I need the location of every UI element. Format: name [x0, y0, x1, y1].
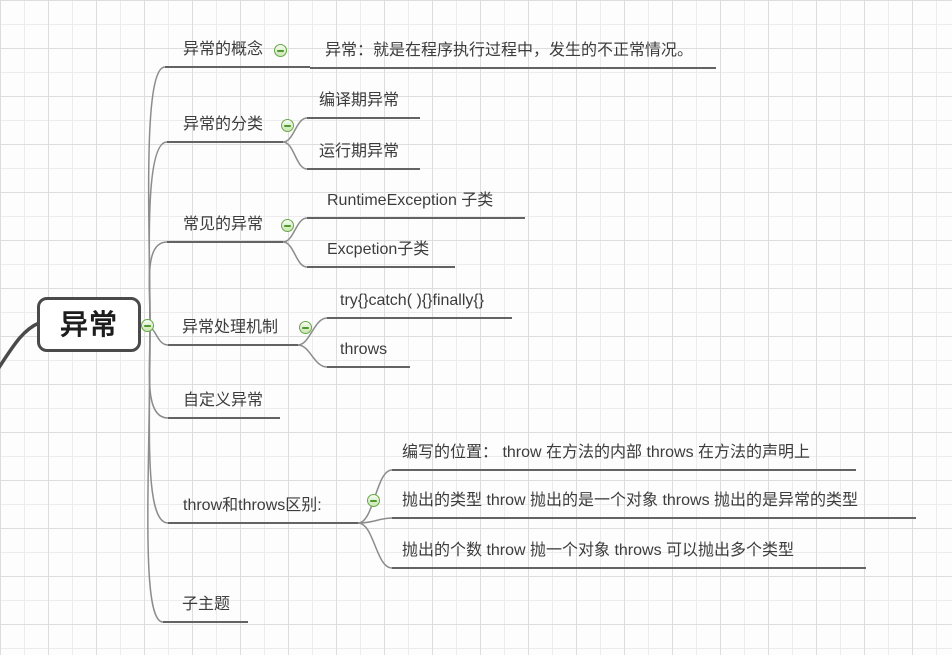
topic-writing-position[interactable]: 编写的位置： throw 在方法的内部 throws 在方法的声明上	[402, 444, 811, 461]
offscreen-parent-curve	[0, 321, 40, 370]
topic-thrown-type[interactable]: 抛出的类型 throw 抛出的是一个对象 throws 抛出的是异常的类型	[402, 492, 859, 509]
topic-exception-subclass[interactable]: Excpetion子类	[327, 241, 430, 258]
topic-exception-definition[interactable]: 异常：就是在程序执行过程中，发生的不正常情况。	[325, 42, 694, 59]
topic-runtimeexception-subclass[interactable]: RuntimeException 子类	[327, 192, 494, 209]
topic-runtime-period-exception[interactable]: 运行期异常	[319, 143, 400, 160]
topic-exception-concept[interactable]: 异常的概念	[183, 41, 264, 58]
topic-throws[interactable]: throws	[340, 341, 388, 358]
topic-thrown-count[interactable]: 抛出的个数 throw 抛一个对象 throws 可以抛出多个类型	[402, 542, 795, 559]
root-topic-label: 异常	[59, 308, 118, 340]
collapse-minus-icon-throw-vs-throws[interactable]	[367, 494, 380, 507]
topic-compile-time-exception[interactable]: 编译期异常	[319, 92, 400, 109]
topic-common-exceptions[interactable]: 常见的异常	[183, 216, 264, 233]
topic-throw-vs-throws[interactable]: throw和throws区别:	[183, 497, 322, 514]
topic-try-catch-finally[interactable]: try{}catch( ){}finally{}	[340, 292, 485, 309]
collapse-minus-icon-concept[interactable]	[274, 44, 287, 57]
collapse-minus-icon-common[interactable]	[281, 219, 294, 232]
topic-custom-exception[interactable]: 自定义异常	[183, 392, 264, 409]
root-topic[interactable]: 异常	[37, 297, 141, 352]
collapse-minus-icon-root[interactable]	[141, 319, 154, 332]
collapse-minus-icon-categories[interactable]	[281, 119, 294, 132]
root-branch-curves	[147, 66, 169, 623]
topic-subtopic[interactable]: 子主题	[182, 596, 231, 613]
collapse-minus-icon-handling[interactable]	[299, 321, 312, 334]
topic-exception-handling[interactable]: 异常处理机制	[182, 319, 279, 336]
topic-exception-categories[interactable]: 异常的分类	[183, 116, 264, 133]
topic-underlines	[163, 66, 916, 623]
